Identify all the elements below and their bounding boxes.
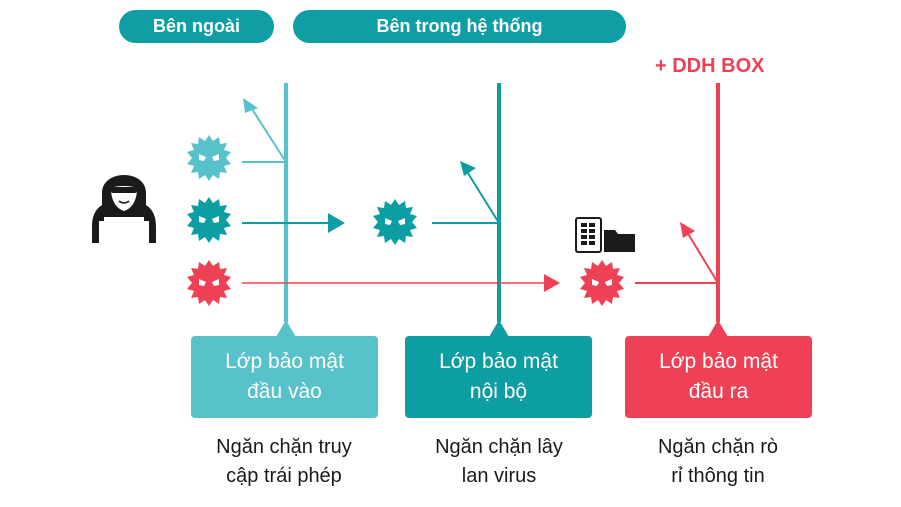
layer1-notch bbox=[276, 320, 296, 337]
row3-deflect-arrowhead bbox=[680, 222, 695, 238]
desc-line2: lan virus bbox=[461, 465, 537, 487]
layer-title-line2: đầu ra bbox=[688, 380, 749, 403]
ddh-box-label: + DDH BOX bbox=[655, 55, 765, 77]
layer-title-line1: Lớp bảo mật bbox=[225, 350, 344, 373]
layer-internal-security: Lớp bảo mật nội bộ bbox=[405, 336, 592, 418]
virus-red-inside bbox=[580, 260, 624, 306]
layer-input-security: Lớp bảo mật đầu vào bbox=[191, 336, 378, 418]
layer-title-line1: Lớp bảo mật bbox=[659, 350, 778, 373]
layer-internal-description: Ngăn chặn lây lan virus bbox=[389, 433, 609, 491]
desc-line2: rỉ thông tin bbox=[671, 465, 765, 487]
inside-zone-label: Bên trong hệ thống bbox=[293, 10, 626, 43]
virus-teal bbox=[187, 197, 231, 243]
row2-deflect bbox=[465, 169, 500, 224]
layer-title-line1: Lớp bảo mật bbox=[439, 350, 558, 373]
desc-line1: Ngăn chặn rò bbox=[657, 436, 779, 458]
outside-zone-label: Bên ngoài bbox=[119, 10, 274, 43]
row2-arrowhead bbox=[328, 213, 345, 233]
folder-icon bbox=[604, 230, 635, 252]
layer3-notch bbox=[708, 320, 728, 337]
layer-output-description: Ngăn chặn rò rỉ thông tin bbox=[608, 433, 828, 491]
virus-light-teal bbox=[187, 135, 231, 181]
row3-deflect bbox=[686, 231, 719, 284]
row1-deflect-arrowhead bbox=[243, 98, 258, 113]
layer-output-security: Lớp bảo mật đầu ra bbox=[625, 336, 812, 418]
row1-deflect bbox=[251, 108, 287, 163]
row2-deflect-arrowhead bbox=[460, 161, 476, 176]
document-icon bbox=[575, 217, 602, 253]
layer2-notch bbox=[489, 320, 509, 337]
virus-red bbox=[187, 260, 231, 306]
layer-title-line2: đầu vào bbox=[247, 380, 322, 403]
row3-arrowhead bbox=[544, 274, 560, 292]
desc-line1: Ngăn chặn truy bbox=[216, 436, 352, 458]
hacker-icon bbox=[92, 175, 156, 244]
desc-line2: cập trái phép bbox=[226, 465, 342, 487]
layer-title-line2: nội bộ bbox=[469, 380, 528, 403]
virus-teal-inside bbox=[373, 199, 417, 245]
desc-line1: Ngăn chặn lây bbox=[435, 436, 563, 458]
layer-input-description: Ngăn chặn truy cập trái phép bbox=[174, 433, 394, 491]
